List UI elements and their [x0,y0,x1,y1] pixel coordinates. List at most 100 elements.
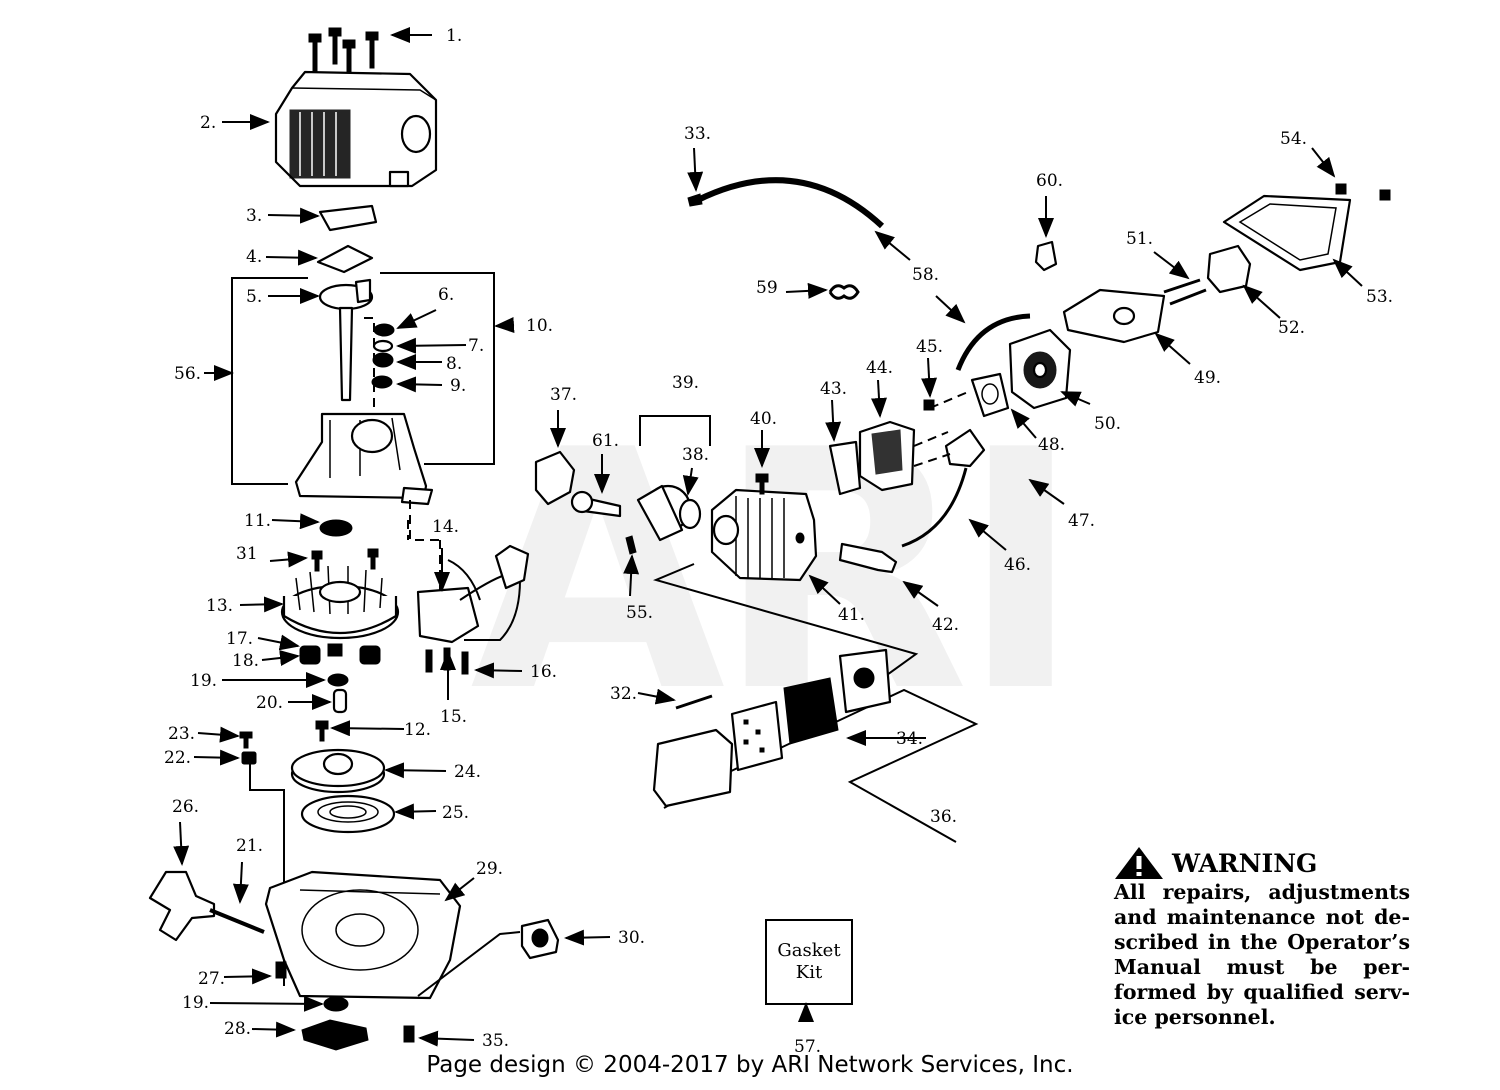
callout-25: 25. [442,803,469,823]
part-5-crankshaft [318,278,374,402]
callout-37: 37. [550,385,577,405]
part-28-cover [301,1019,369,1051]
part-8-bearing [372,352,394,368]
callout-19b: 19. [182,993,209,1013]
callout-6: 6. [438,285,454,305]
warning-line: scribed in the Operator’s [1114,930,1410,954]
callout-10: 10. [526,316,553,336]
callout-61: 61. [592,431,619,451]
callout-36: 36. [930,807,957,827]
callout-30: 30. [618,928,645,948]
callout-13: 13. [206,596,233,616]
callout-19a: 19. [190,671,217,691]
callout-43: 43. [820,379,847,399]
callout-35: 35. [482,1031,509,1051]
warning-triangle-icon [1115,847,1163,879]
callout-56: 56. [174,364,201,384]
callout-50: 50. [1094,414,1121,434]
part-36-air-cleaner-assembly [652,648,979,843]
gasket-kit-box: Gasket Kit [765,919,853,1005]
callout-33: 33. [684,124,711,144]
callout-38: 38. [682,445,709,465]
callout-23: 23. [168,724,195,744]
part-29-starter-housing [264,870,462,1000]
part-9-ring [371,375,393,389]
callout-53: 53. [1366,287,1393,307]
crankcase [294,412,434,506]
callout-52: 52. [1278,318,1305,338]
part-33-fuel-line [696,177,885,229]
part-39-piston [636,415,711,542]
callout-5: 5. [246,287,262,307]
callout-46: 46. [1004,555,1031,575]
warning-line: ice personnel. [1114,1005,1276,1029]
callout-8: 8. [446,354,462,374]
part-42-spark-plug [838,542,898,574]
callout-16: 16. [530,662,557,682]
callout-2: 2. [200,113,216,133]
part-50-carburetor [1008,328,1072,410]
callout-40: 40. [750,409,777,429]
part-6-seal [373,323,395,337]
callout-42: 42. [932,615,959,635]
callout-1: 1. [446,26,462,46]
warning-notice: WARNING All repairs, adjustments and mai… [1114,846,1410,1030]
part-41-cylinder [710,488,818,582]
callout-51: 51. [1126,229,1153,249]
callout-4: 4. [246,247,262,267]
part-43-gasket [828,440,862,496]
callout-49: 49. [1194,368,1221,388]
part-48-gasket [970,372,1010,418]
warning-line: formed by qualified serv- [1114,980,1410,1004]
callout-57: 57. [794,1037,821,1057]
part-14-ignition-coil [416,544,530,675]
callout-28: 28. [224,1019,251,1039]
callout-47: 47. [1068,511,1095,531]
part-59-clip [828,284,860,300]
part-3-gasket [318,204,378,232]
callout-18: 18. [232,651,259,671]
callout-41: 41. [838,605,865,625]
gasket-kit-line1: Gasket [777,940,841,961]
callout-11: 11. [244,511,271,531]
warning-title: WARNING [1172,848,1318,878]
part-2-engine-shroud [274,70,438,188]
callout-22: 22. [164,748,191,768]
gasket-kit-line2: Kit [795,962,823,983]
part-4-plate [316,244,374,274]
warning-line: and maintenance not de- [1114,905,1410,929]
callout-60: 60. [1036,171,1063,191]
warning-line: Manual must be per- [1114,955,1410,979]
part-37-gasket [534,450,576,506]
part-53-filter-cover [1222,194,1352,272]
callout-59: 59 [756,278,778,298]
bracket-10 [380,272,495,465]
callout-39: 39. [672,373,699,393]
callout-3: 3. [246,206,262,226]
callout-48: 48. [1038,435,1065,455]
callout-17: 17. [226,629,253,649]
part-1-screws [308,27,379,77]
part-11-seal [319,519,353,537]
part-19-washer [327,673,349,687]
part-20-spacer [332,688,348,714]
part-60-primer [1034,240,1058,272]
callout-54: 54. [1280,129,1307,149]
callout-20: 20. [256,693,283,713]
callout-27: 27. [198,969,225,989]
callout-29: 29. [476,859,503,879]
callout-34: 34. [896,729,923,749]
callout-26: 26. [172,797,199,817]
part-26-starter-handle [148,870,265,942]
callout-55: 55. [626,603,653,623]
callout-45: 45. [916,337,943,357]
part-52-air-filter [1206,244,1252,294]
bracket-56 [231,277,308,485]
callout-32: 32. [610,684,637,704]
callout-15: 15. [440,707,467,727]
warning-line: All repairs, adjustments [1114,880,1410,904]
callout-58: 58. [912,265,939,285]
part-25-rewind-spring [300,794,396,834]
part-22-nut [241,751,257,765]
